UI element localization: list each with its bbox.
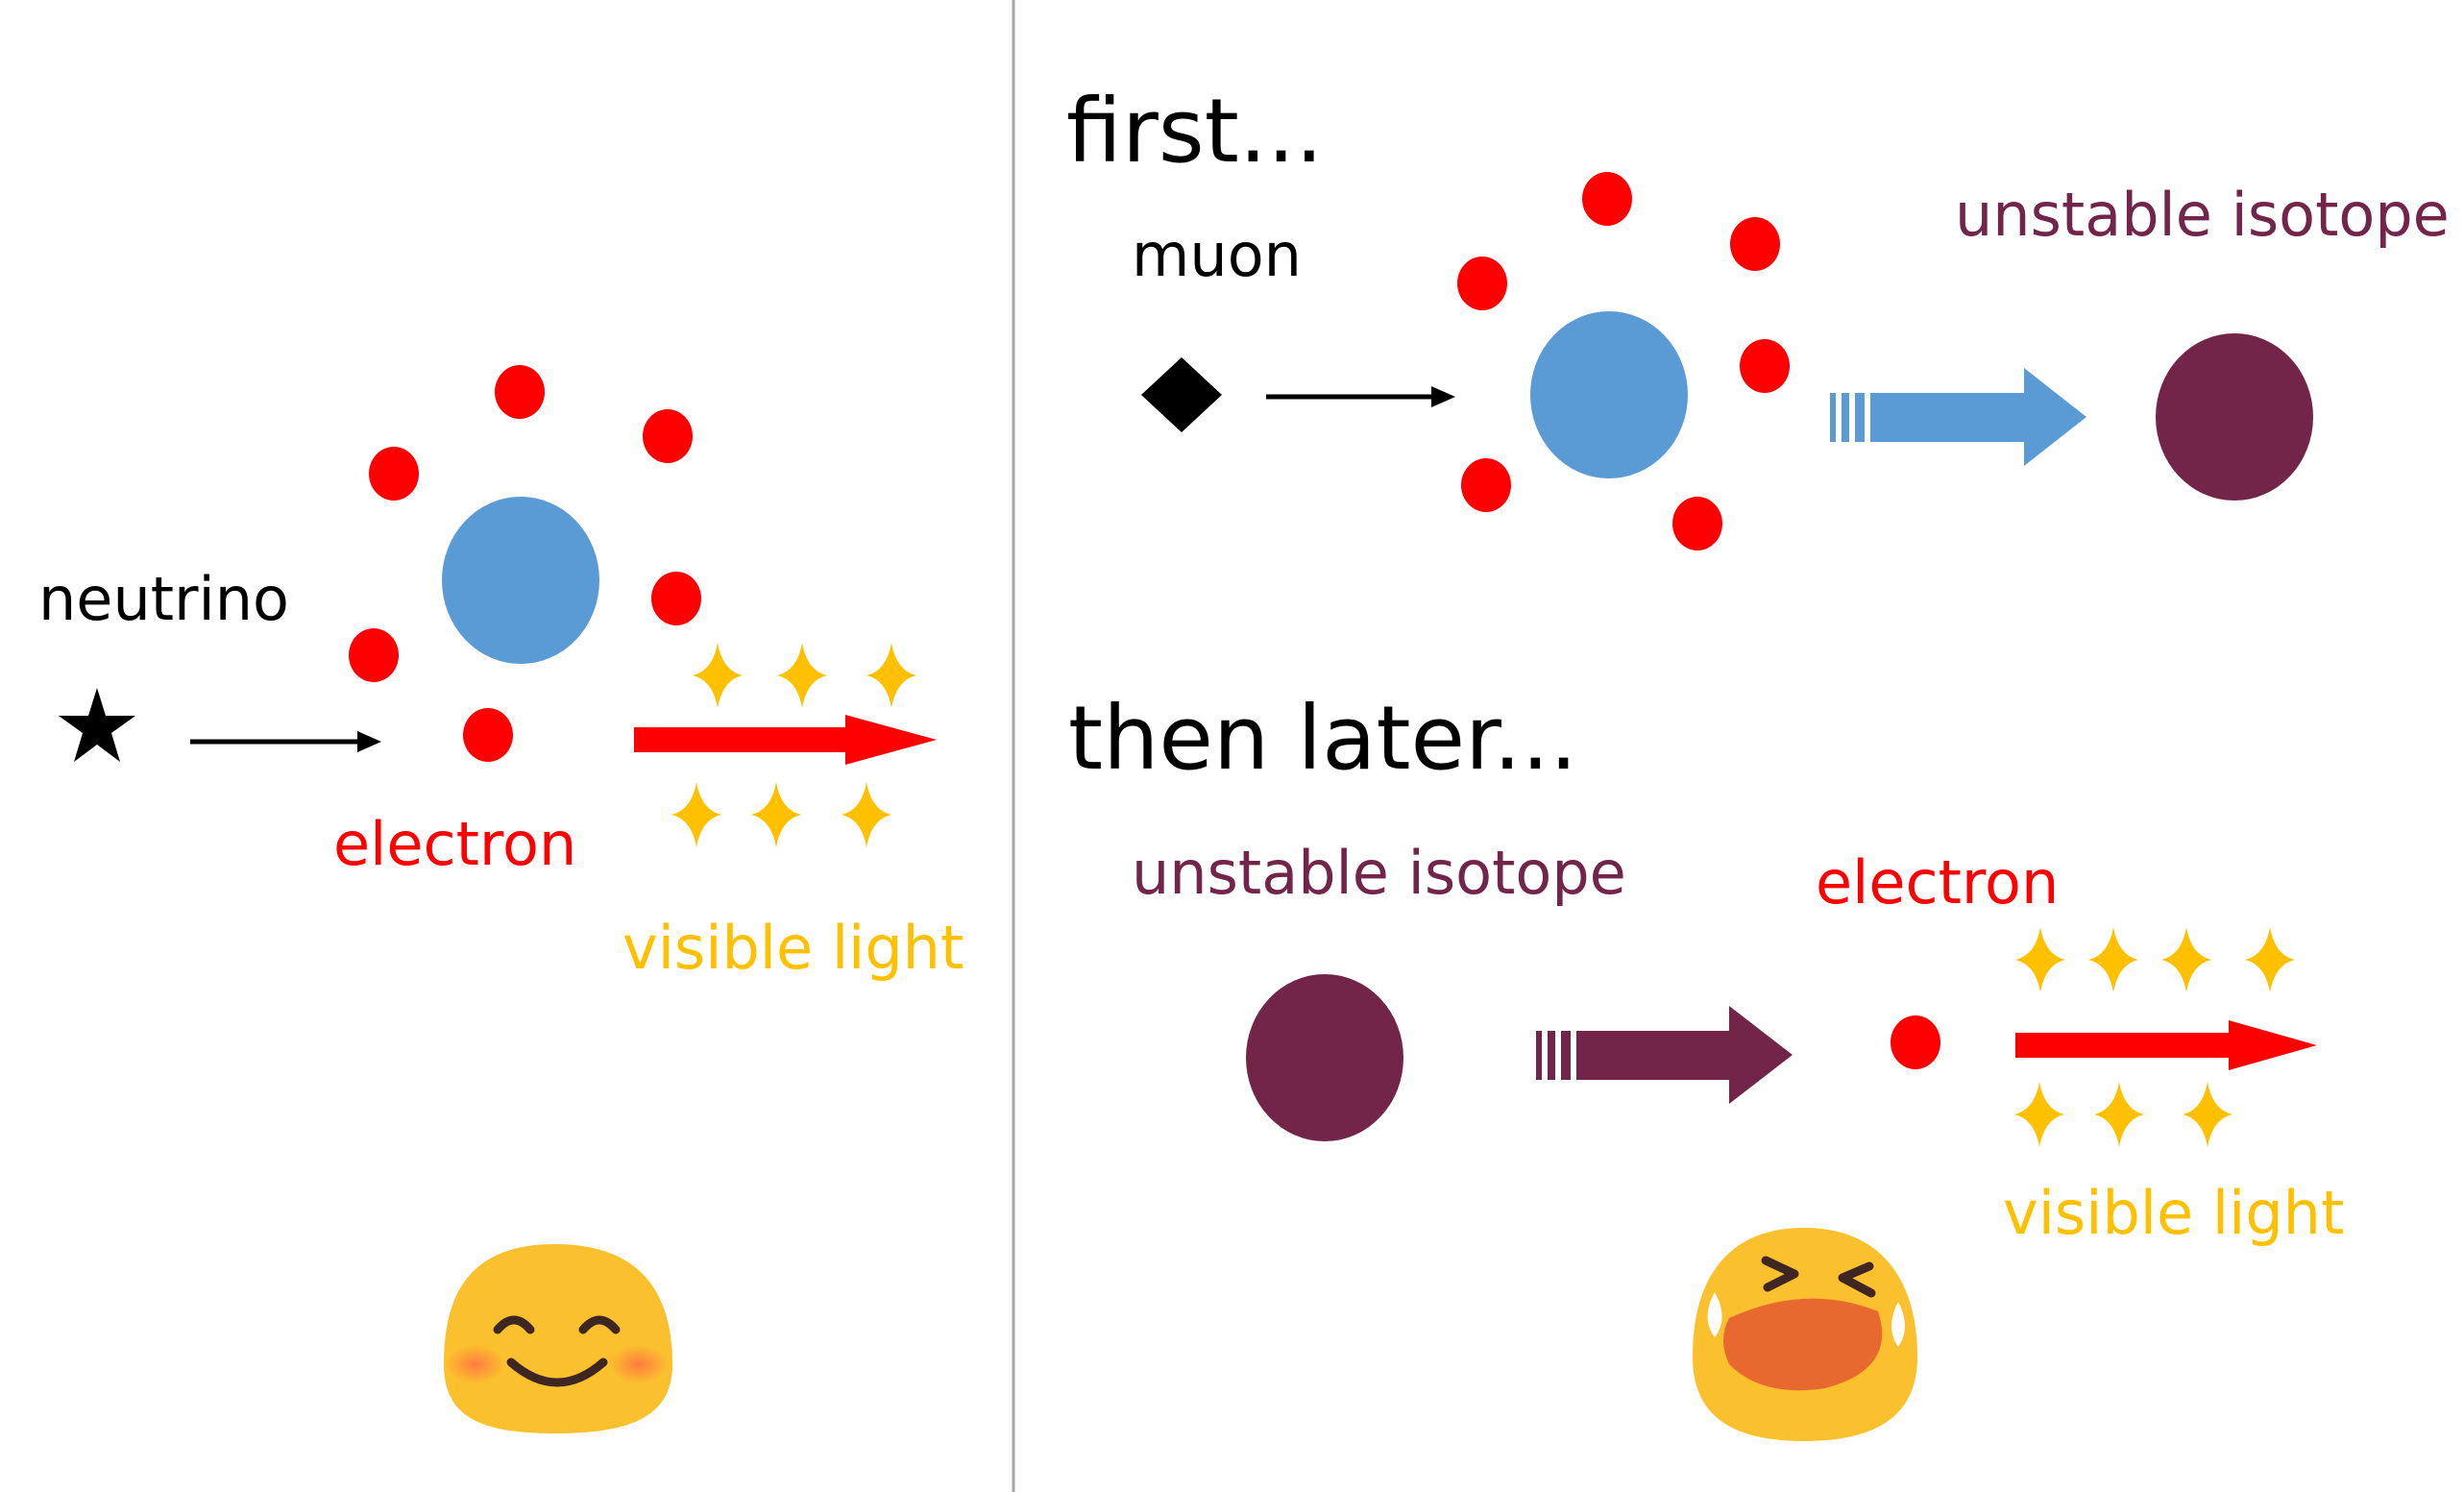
muon-label: muon	[1132, 220, 1302, 290]
sparkle-icon	[777, 643, 827, 708]
sparkle-icon	[2161, 927, 2211, 992]
sparkle-icon	[751, 782, 801, 847]
electron-dot	[495, 365, 545, 419]
sparkle-icon	[693, 643, 743, 708]
electron-dot	[651, 572, 701, 625]
electron-dot	[1730, 217, 1780, 271]
electron-dot	[1457, 257, 1507, 310]
electron-dot	[369, 447, 419, 501]
visible-light-label: visible light	[2003, 1178, 2344, 1248]
later-heading: then later...	[1068, 687, 1577, 790]
electron-arrow	[634, 715, 937, 765]
sparkle-icon	[2183, 1082, 2232, 1147]
sparkle-icon	[2245, 927, 2295, 992]
isotope-label-top: unstable isotope	[1955, 180, 2450, 250]
electron-label: electron	[333, 809, 576, 879]
electron-dot	[643, 409, 693, 463]
electron-dot	[1740, 339, 1790, 393]
electron-dot	[1582, 172, 1632, 226]
visible-light-label: visible light	[622, 913, 964, 983]
electron-arrow	[2015, 1020, 2317, 1070]
isotope-label-bottom: unstable isotope	[1132, 838, 1626, 908]
neutrino-label: neutrino	[38, 564, 289, 634]
first-heading: first...	[1066, 80, 1324, 183]
electron-dot	[463, 708, 513, 762]
transform-arrow-blue	[1830, 368, 2086, 466]
nucleus	[1530, 311, 1688, 478]
sparkle-icon	[2014, 1082, 2064, 1147]
sparkle-icon	[671, 782, 721, 847]
atom	[349, 365, 701, 762]
electron-dot	[349, 628, 399, 682]
sparkle-icon	[2015, 927, 2065, 992]
nucleus	[442, 497, 599, 664]
left-panel: neutrino electron	[38, 365, 964, 1433]
neutrino-star-icon	[59, 688, 135, 762]
smiling-face-icon	[444, 1244, 672, 1433]
right-panel: first... muon unstable isotope	[1066, 80, 2450, 1441]
unstable-isotope-bottom	[1246, 974, 1403, 1141]
electron-dot	[1672, 497, 1722, 550]
sparkle-icon	[2094, 1082, 2144, 1147]
decay-arrow-purple	[1536, 1006, 1793, 1104]
muon-diamond-icon	[1141, 357, 1222, 432]
crying-face-icon	[1693, 1228, 1917, 1441]
sparkle-icon	[842, 782, 891, 847]
sparkle-icon	[2088, 927, 2138, 992]
incoming-arrow	[190, 731, 381, 752]
sparkle-icon	[866, 643, 916, 708]
emitted-electron	[1891, 1015, 1940, 1069]
unstable-isotope-top	[2156, 333, 2313, 501]
muon-arrow	[1266, 386, 1455, 407]
target-atom	[1457, 172, 1790, 550]
electron-dot	[1461, 458, 1511, 512]
electron-label: electron	[1816, 847, 2059, 917]
